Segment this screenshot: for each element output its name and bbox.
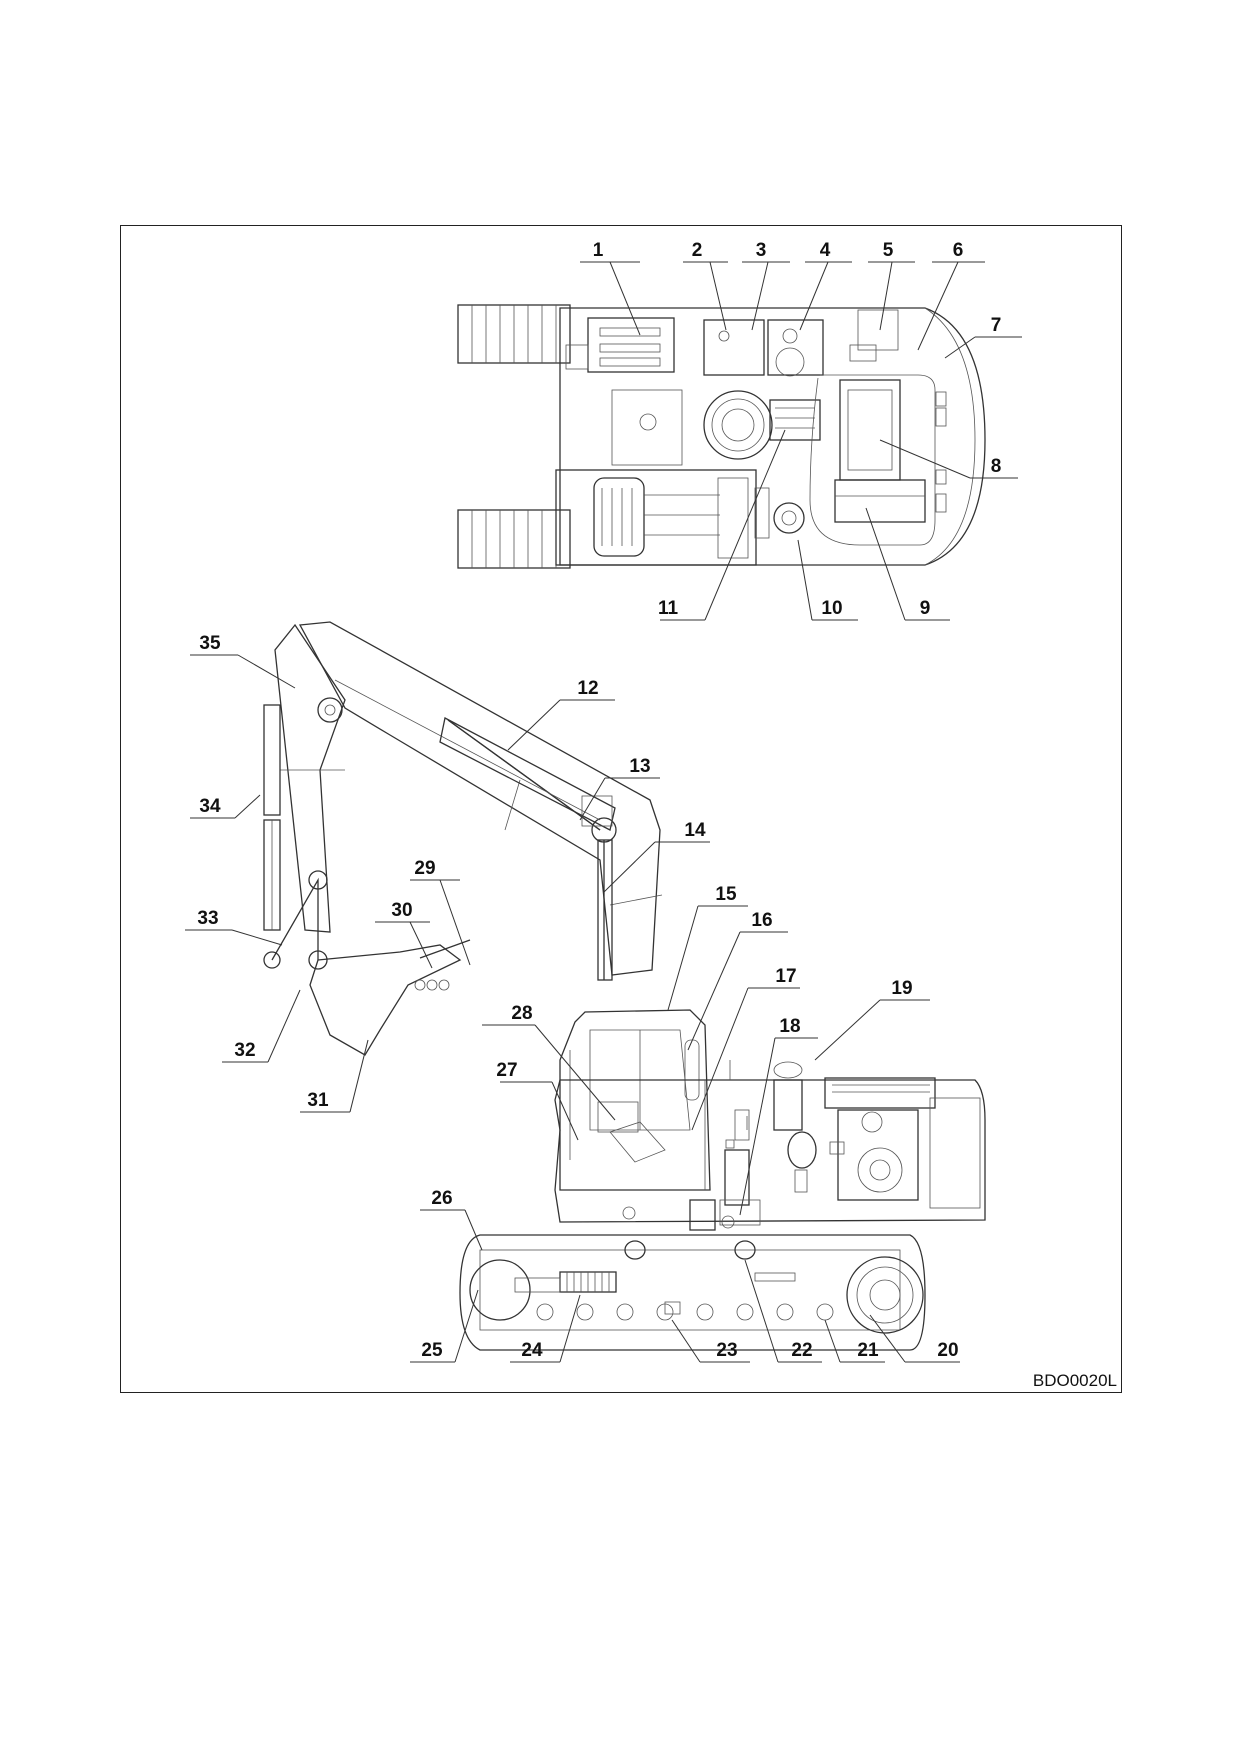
upper-structure-outline (559, 307, 986, 566)
callout-31: 31 (307, 1090, 329, 1111)
radiator (834, 479, 926, 523)
callout-9: 9 (920, 598, 931, 619)
cab (559, 1009, 711, 1191)
figure-frame (120, 225, 1122, 1393)
track (459, 1234, 926, 1351)
bucket-linkage (271, 877, 319, 961)
callout-34: 34 (199, 796, 221, 817)
sprocket (846, 1256, 924, 1334)
callout-4: 4 (820, 240, 831, 261)
callout-22: 22 (791, 1340, 812, 1361)
engine-top (839, 379, 901, 481)
swing-bearing (703, 390, 773, 460)
carrier-roller-2 (734, 1240, 756, 1260)
callout-10: 10 (821, 598, 842, 619)
callout-1: 1 (593, 240, 604, 261)
engine-side (837, 1109, 919, 1201)
leader-lines (185, 261, 1022, 1363)
callout-19: 19 (891, 978, 912, 999)
center-joint (689, 1199, 716, 1231)
return-filter (787, 1131, 817, 1169)
boom (298, 621, 661, 976)
top-track-upper (457, 304, 571, 364)
control-valve (769, 399, 821, 441)
callout-16: 16 (751, 910, 772, 931)
callout-28: 28 (511, 1003, 532, 1024)
callout-3: 3 (756, 240, 767, 261)
callout-11: 11 (658, 598, 679, 619)
cab-top (555, 469, 757, 566)
callout-15: 15 (715, 884, 737, 905)
callout-7: 7 (991, 315, 1002, 336)
callout-17: 17 (775, 966, 796, 987)
upper-structure-side (554, 1079, 986, 1223)
callout-2: 2 (692, 240, 703, 261)
callout-33: 33 (197, 908, 218, 929)
callout-25: 25 (421, 1340, 443, 1361)
callout-24: 24 (521, 1340, 543, 1361)
callout-32: 32 (234, 1040, 255, 1061)
pump-top (773, 502, 805, 534)
callout-5: 5 (883, 240, 894, 261)
hydraulic-tank (703, 319, 765, 376)
callout-30: 30 (391, 900, 412, 921)
air-cleaner (773, 1079, 803, 1131)
side-view (263, 621, 986, 1351)
fuel-tank (587, 317, 675, 373)
callout-35: 35 (199, 633, 221, 654)
arm-cylinder (439, 717, 616, 831)
top-view (457, 304, 986, 569)
callout-12: 12 (577, 678, 598, 699)
callout-18: 18 (779, 1016, 800, 1037)
callout-21: 21 (857, 1340, 879, 1361)
carrier-roller-1 (624, 1240, 646, 1260)
callout-20: 20 (937, 1340, 958, 1361)
swing-motor (724, 1149, 750, 1206)
callout-29: 29 (414, 858, 435, 879)
callout-26: 26 (431, 1188, 452, 1209)
callout-13: 13 (629, 756, 650, 777)
callout-27: 27 (496, 1060, 517, 1081)
callout-labels: 1 2 3 4 5 6 7 8 9 10 11 12 13 14 15 16 1… (197, 240, 1001, 1361)
figure-code: BDO0020L (1033, 1371, 1117, 1390)
top-track-lower (457, 509, 571, 569)
callout-6: 6 (953, 240, 964, 261)
arm (274, 623, 346, 933)
callout-8: 8 (991, 456, 1002, 477)
bucket (309, 944, 462, 1056)
callout-23: 23 (716, 1340, 737, 1361)
bucket-cylinder (263, 704, 281, 816)
callout-14: 14 (684, 820, 706, 841)
idler (469, 1259, 531, 1321)
